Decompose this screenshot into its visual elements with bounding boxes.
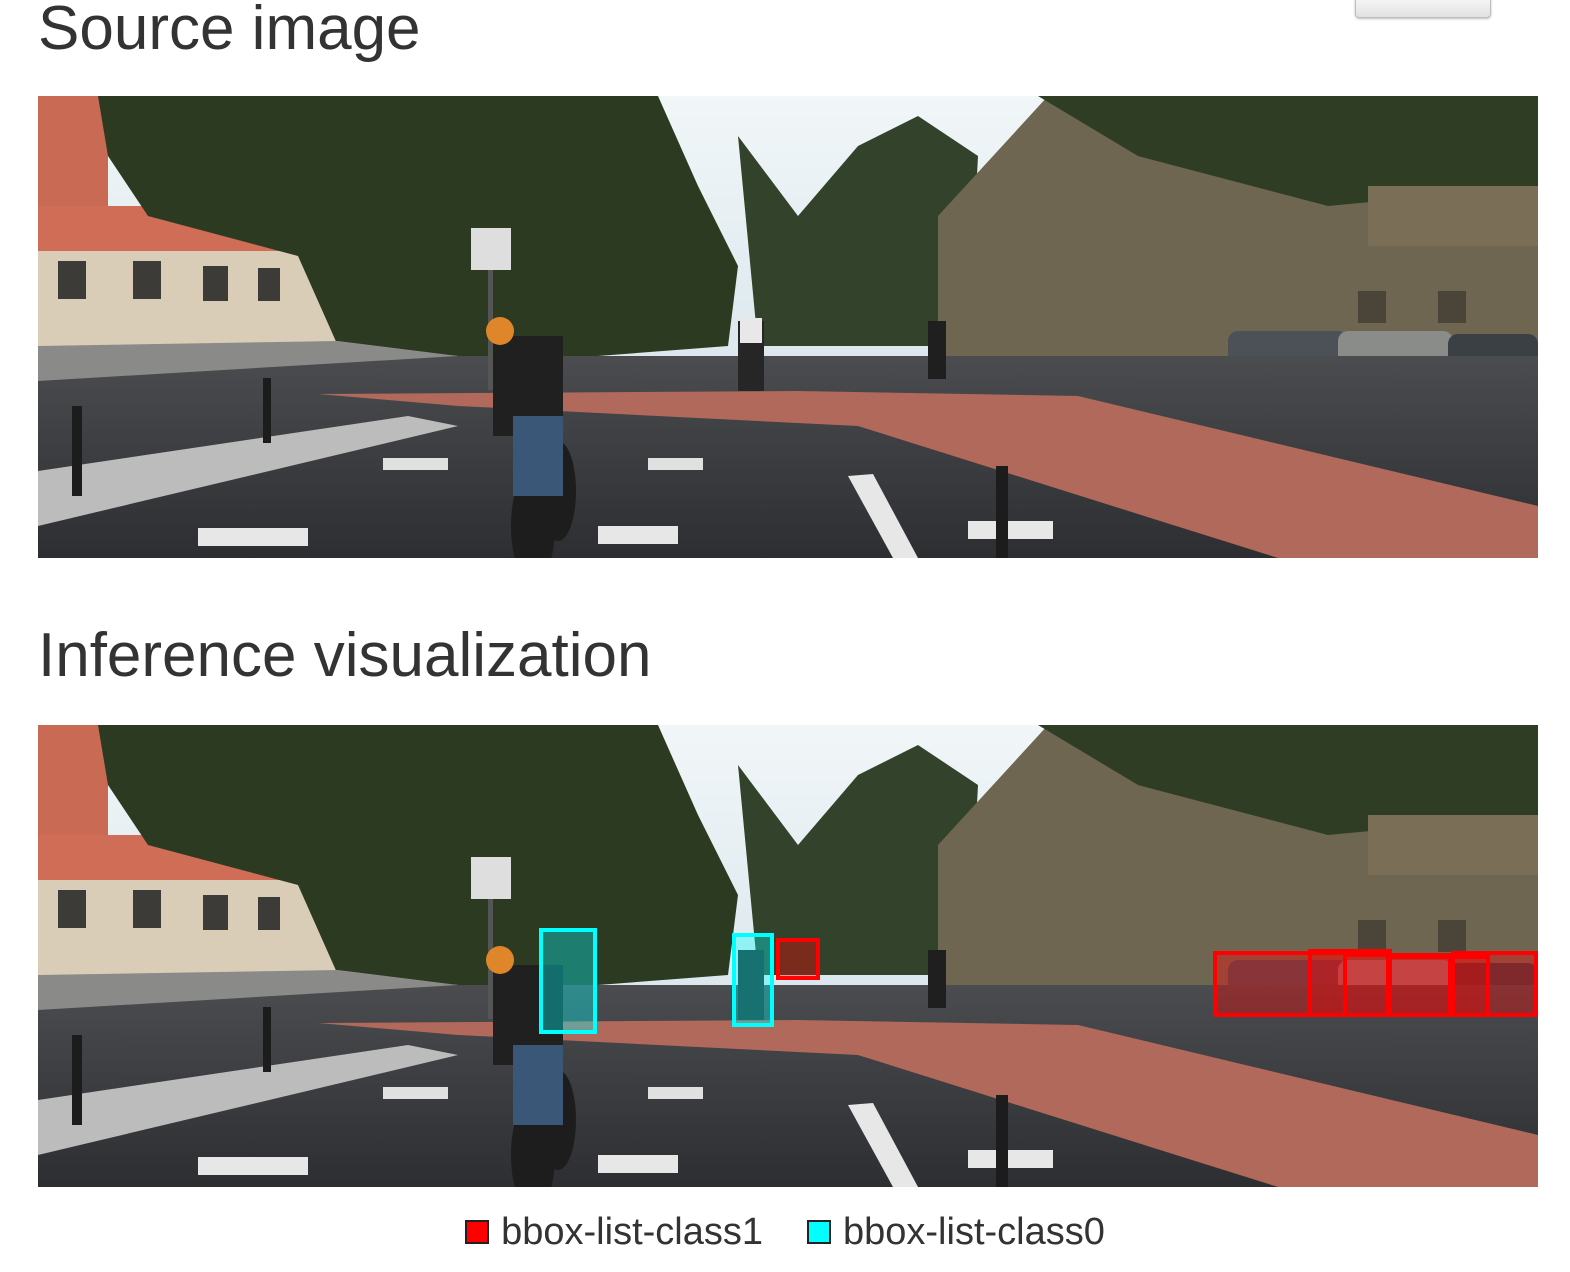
bbox-class1-car-far — [776, 938, 820, 980]
bbox-class1-car — [1386, 955, 1490, 1017]
legend-swatch-class1 — [465, 1220, 490, 1244]
top-button[interactable] — [1355, 0, 1491, 18]
source-image-title: Source image — [38, 0, 421, 63]
inference-image — [38, 725, 1538, 1187]
legend: bbox-list-class1 bbox-list-class0 — [0, 1208, 1570, 1256]
legend-item-class1: bbox-list-class1 — [465, 1211, 763, 1254]
bbox-class1-car — [1213, 951, 1347, 1017]
legend-label-class1: bbox-list-class1 — [501, 1210, 763, 1253]
bbox-class1-car — [1308, 949, 1392, 1017]
bbox-class0-cyclist — [539, 928, 597, 1034]
legend-label-class0: bbox-list-class0 — [843, 1210, 1105, 1253]
source-image — [38, 96, 1538, 558]
legend-swatch-class0 — [807, 1220, 831, 1244]
legend-item-class0: bbox-list-class0 — [807, 1211, 1105, 1254]
bbox-class1-car — [1451, 951, 1538, 1017]
bbox-class0-pedestrian — [732, 933, 774, 1027]
inference-visualization-title: Inference visualization — [38, 621, 652, 690]
